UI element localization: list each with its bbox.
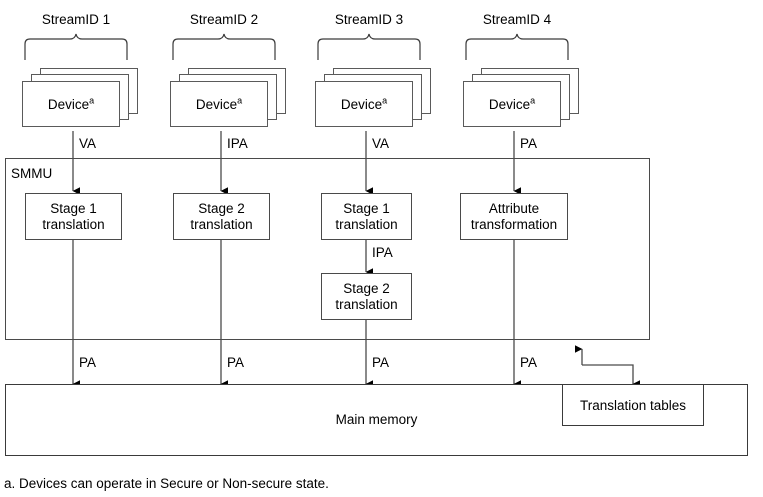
- stage-box-4-line1: Attribute: [488, 201, 540, 217]
- stage-box-4-line2: transformation: [470, 216, 558, 232]
- stage-box-1[interactable]: Stage 1 translation: [25, 193, 122, 240]
- device-stack-2[interactable]: Devicea: [170, 68, 290, 130]
- streamid-title-1: StreamID 1: [41, 12, 111, 27]
- device-sheet-front: Devicea: [22, 81, 120, 127]
- stage-box-3[interactable]: Stage 1 translation: [321, 193, 412, 240]
- translation-tables-label: Translation tables: [579, 397, 687, 413]
- stage-box-3b-line1: Stage 2: [343, 281, 390, 297]
- stage-box-2-line2: translation: [190, 216, 253, 232]
- stage-box-1-line1: Stage 1: [50, 201, 97, 217]
- smmu-container: [5, 158, 650, 340]
- figure-footnote: a. Devices can operate in Secure or Non-…: [4, 476, 329, 491]
- bus-label-output-3: PA: [372, 355, 390, 370]
- stage-box-2[interactable]: Stage 2 translation: [173, 193, 270, 240]
- bus-label-output-4: PA: [520, 355, 538, 370]
- device-label: Devicea: [340, 95, 388, 112]
- stage-box-3-line2: translation: [335, 216, 398, 232]
- streamid-title-3: StreamID 3: [334, 12, 404, 27]
- stage-box-2-line1: Stage 2: [198, 201, 245, 217]
- device-sheet-front: Devicea: [463, 81, 561, 127]
- bus-label-mid-3: IPA: [372, 245, 393, 260]
- streamid-braces: [24, 33, 569, 60]
- bus-label-input-1: VA: [79, 136, 97, 151]
- translation-tables-box[interactable]: Translation tables: [562, 384, 704, 426]
- device-stack-4[interactable]: Devicea: [463, 68, 583, 130]
- device-footnote-marker: a: [382, 95, 388, 105]
- stage-box-3b-text: Stage 2 translation: [335, 281, 397, 311]
- device-stack-1[interactable]: Devicea: [22, 68, 142, 130]
- stage-box-3b[interactable]: Stage 2 translation: [321, 273, 412, 320]
- stage-box-1-line2: translation: [42, 216, 105, 232]
- bus-label-input-2: IPA: [227, 136, 248, 151]
- device-label: Devicea: [47, 95, 95, 112]
- stage-box-3b-line2: translation: [335, 296, 398, 312]
- stage-box-3-line1: Stage 1: [343, 201, 390, 217]
- bus-label-input-4: PA: [520, 136, 538, 151]
- device-sheet-front: Devicea: [315, 81, 413, 127]
- stage-box-3-text: Stage 1 translation: [335, 201, 397, 231]
- translation-table-link: [575, 345, 640, 388]
- stage-box-4[interactable]: Attribute transformation: [460, 193, 568, 240]
- bus-label-input-3: VA: [372, 136, 390, 151]
- main-memory-label: Main memory: [335, 412, 418, 427]
- stage-box-4-text: Attribute transformation: [471, 201, 557, 231]
- device-footnote-marker: a: [237, 95, 243, 105]
- device-footnote-marker: a: [530, 95, 536, 105]
- bus-label-output-2: PA: [227, 355, 245, 370]
- stage-box-1-text: Stage 1 translation: [42, 201, 104, 231]
- device-label: Devicea: [488, 95, 536, 112]
- device-footnote-marker: a: [89, 95, 95, 105]
- device-stack-3[interactable]: Devicea: [315, 68, 435, 130]
- bus-label-output-1: PA: [79, 355, 97, 370]
- streamid-title-2: StreamID 2: [189, 12, 259, 27]
- streamid-title-4: StreamID 4: [482, 12, 552, 27]
- device-label: Devicea: [195, 95, 243, 112]
- stage-box-2-text: Stage 2 translation: [190, 201, 252, 231]
- device-sheet-front: Devicea: [170, 81, 268, 127]
- smmu-label: SMMU: [11, 166, 53, 181]
